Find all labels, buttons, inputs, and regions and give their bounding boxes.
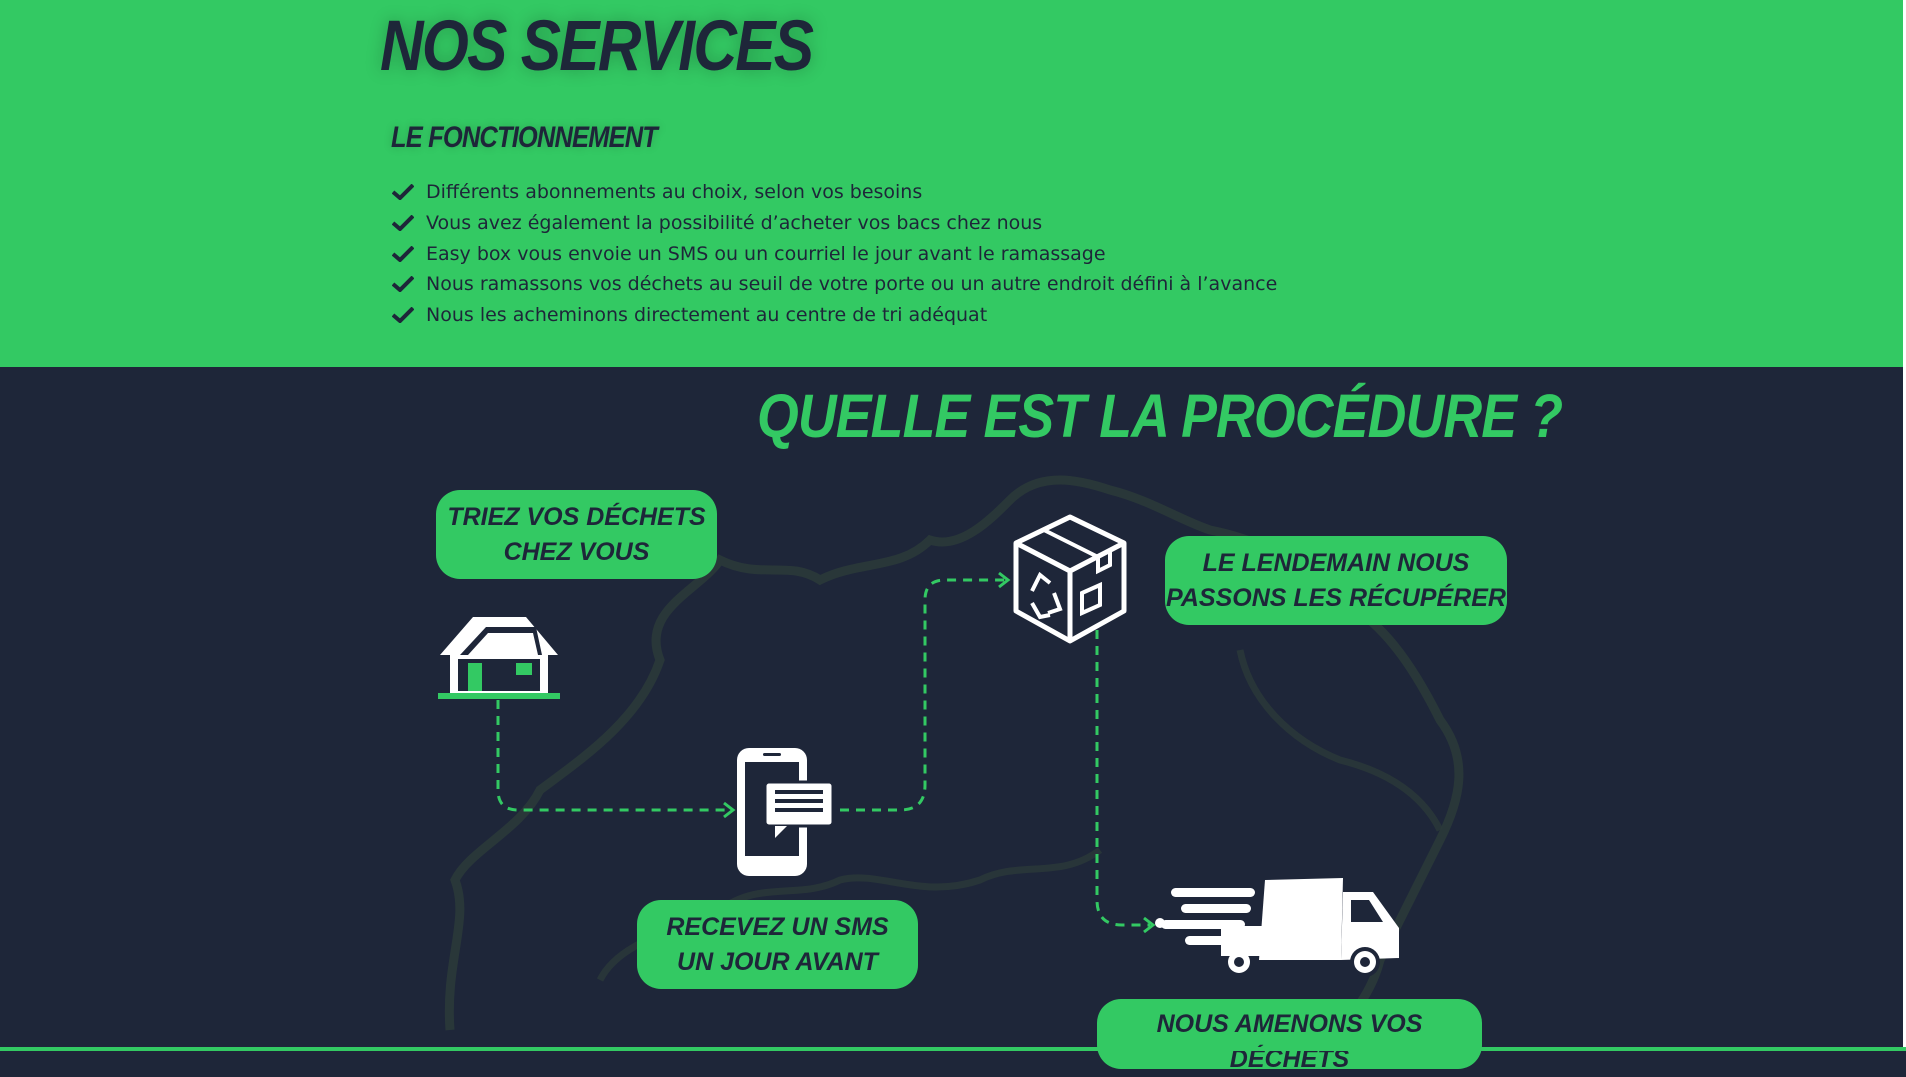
step-label-line2: UN JOUR AVANT	[677, 947, 878, 976]
check-icon	[392, 276, 414, 293]
feature-list: Différents abonnements au choix, selon v…	[392, 177, 1277, 330]
list-item: Vous avez également la possibilité d’ach…	[392, 208, 1277, 239]
services-section: NOS SERVICES LE FONCTIONNEMENT Différent…	[0, 0, 1903, 367]
list-item: Easy box vous envoie un SMS ou un courri…	[392, 238, 1277, 269]
feature-text: Vous avez également la possibilité d’ach…	[426, 212, 1043, 235]
procedure-title: QUELLE EST LA PROCÉDURE ?	[757, 382, 1563, 450]
list-item: Nous ramassons vos déchets au seuil de v…	[392, 269, 1277, 300]
section-subtitle: LE FONCTIONNEMENT	[391, 121, 658, 154]
recycling-box-icon	[1013, 514, 1127, 644]
feature-text: Nous les acheminons directement au centr…	[426, 304, 988, 327]
check-icon	[392, 307, 414, 324]
step-label-line1: RECEVEZ UN SMS	[666, 912, 889, 941]
list-item: Nous les acheminons directement au centr…	[392, 300, 1277, 331]
step-deliver-badge: NOUS AMENONS VOS DÉCHETS	[1097, 999, 1482, 1073]
step-pickup-badge: LE LENDEMAIN NOUS PASSONS LES RÉCUPÉRER	[1165, 536, 1507, 625]
page-bottom-border	[0, 1047, 1906, 1051]
page-title: NOS SERVICES	[380, 7, 814, 86]
house-icon	[438, 617, 560, 699]
delivery-truck-icon	[1155, 878, 1399, 977]
step-label-line1: NOUS AMENONS VOS DÉCHETS	[1156, 1010, 1423, 1073]
feature-text: Easy box vous envoie un SMS ou un courri…	[426, 242, 1106, 265]
feature-text: Différents abonnements au choix, selon v…	[426, 181, 923, 204]
step-receive-sms-badge: RECEVEZ UN SMS UN JOUR AVANT	[637, 900, 918, 989]
feature-text: Nous ramassons vos déchets au seuil de v…	[426, 273, 1278, 296]
smartphone-message-icon	[737, 748, 835, 876]
process-connectors	[496, 571, 1156, 934]
step-label-line2: CHEZ VOUS	[503, 537, 650, 566]
check-icon	[392, 215, 414, 232]
scrollbar-edge	[1903, 0, 1906, 1051]
list-item: Différents abonnements au choix, selon v…	[392, 177, 1277, 208]
step-sort-waste-badge: TRIEZ VOS DÉCHETS CHEZ VOUS	[436, 490, 717, 579]
check-icon	[392, 245, 414, 262]
step-label-line1: TRIEZ VOS DÉCHETS	[447, 502, 706, 531]
step-label-line2: PASSONS LES RÉCUPÉRER	[1166, 583, 1506, 612]
step-label-line1: LE LENDEMAIN NOUS	[1202, 548, 1470, 577]
check-icon	[392, 184, 414, 201]
